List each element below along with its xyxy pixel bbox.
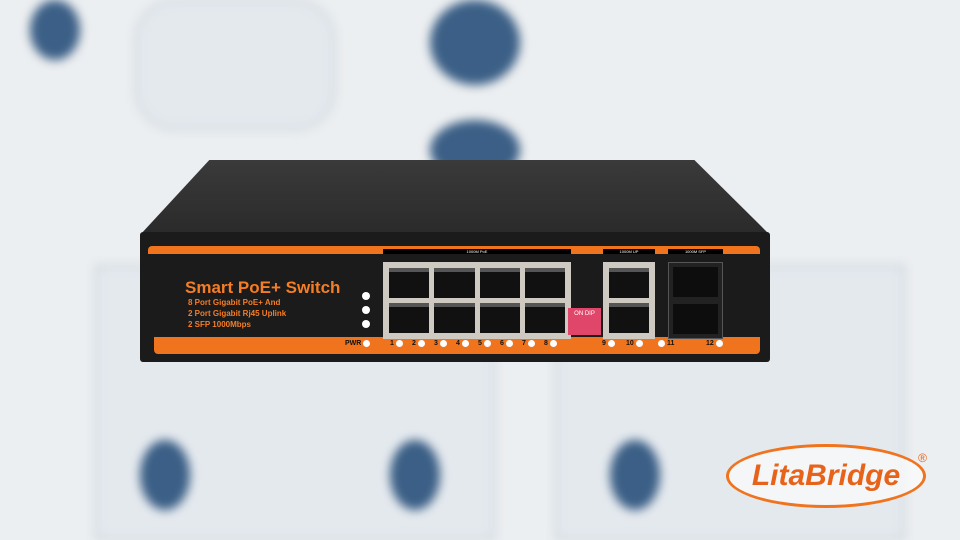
led-port: 4	[456, 340, 469, 347]
led-port: 5	[478, 340, 491, 347]
rj45-port	[434, 268, 475, 298]
uplink-ports	[603, 262, 655, 339]
label-sfp: 1000M SFP	[668, 249, 723, 254]
led-port: 12	[706, 340, 723, 347]
led-port: 7	[522, 340, 535, 347]
poe-status-leds	[362, 292, 370, 328]
sfp-port	[673, 304, 718, 334]
sfp-ports	[668, 262, 723, 339]
rj45-port	[479, 303, 520, 333]
sfp-port	[673, 267, 718, 297]
led-port: 6	[500, 340, 513, 347]
feature-line: 2 SFP 1000Mbps	[188, 320, 251, 329]
registered-mark: ®	[918, 451, 927, 465]
logo-text: LitaBridge	[751, 459, 901, 492]
product-title: Smart PoE+ Switch	[185, 278, 341, 297]
rj45-port	[524, 268, 565, 298]
feature-line: 2 Port Gigabit Rj45 Uplink	[188, 309, 287, 318]
feature-line: 8 Port Gigabit PoE+ And	[188, 298, 281, 307]
label-poe: 1000M PoE	[383, 249, 571, 254]
led-port: 2	[412, 340, 425, 347]
rj45-port	[389, 303, 430, 333]
dip-switch[interactable]: ON DIP	[568, 308, 601, 335]
led-port: 3	[434, 340, 447, 347]
rj45-port	[434, 303, 475, 333]
rj45-port	[609, 303, 649, 333]
switch-front-panel: 1000M PoE 1000M UP 1000M SFP Smart PoE+ …	[140, 232, 770, 362]
led-port: 10	[626, 340, 643, 347]
led-port: 1	[390, 340, 403, 347]
switch-top-cover	[140, 160, 770, 235]
rj45-port	[479, 268, 520, 298]
label-uplink: 1000M UP	[603, 249, 655, 254]
led-port: 11	[658, 340, 674, 347]
led-pwr: PWR	[345, 340, 371, 347]
rj45-port	[524, 303, 565, 333]
rj45-port	[609, 268, 649, 298]
poe-ports	[383, 262, 571, 339]
litabridge-logo: LitaBridge ®	[726, 444, 927, 508]
led-port: 9	[602, 340, 615, 347]
dip-label: ON DIP	[574, 311, 595, 317]
rj45-port	[389, 268, 430, 298]
led-port: 8	[544, 340, 557, 347]
